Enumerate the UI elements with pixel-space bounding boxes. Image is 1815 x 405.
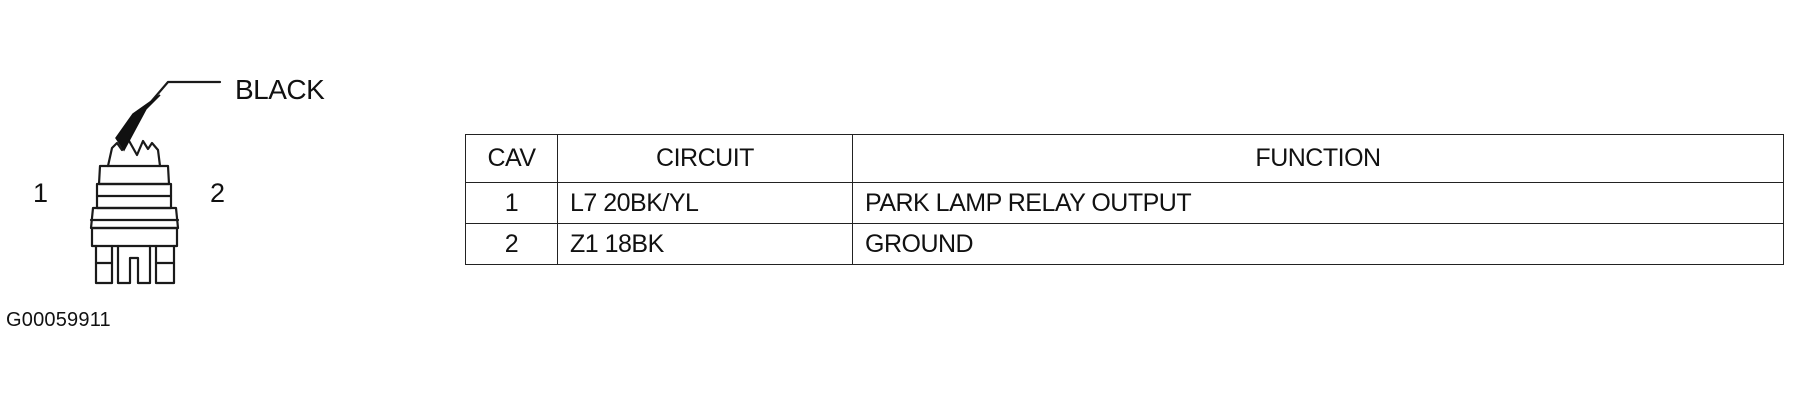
table-row: 1 L7 20BK/YL PARK LAMP RELAY OUTPUT	[465, 182, 1784, 224]
header-circuit: CIRCUIT	[557, 134, 853, 183]
pin-label-1: 1	[33, 178, 49, 208]
pin-label-2: 2	[210, 178, 226, 208]
header-function: FUNCTION	[852, 134, 1784, 183]
connector-body-upper	[97, 164, 171, 186]
terminal-left	[94, 244, 114, 285]
row-cav: 2	[465, 223, 558, 265]
row-circuit: Z1 18BK	[557, 223, 853, 265]
terminal-middle	[116, 244, 152, 285]
terminal-right	[154, 244, 176, 285]
connector-drawing	[89, 80, 222, 285]
connector-shoulder	[90, 226, 179, 248]
row-circuit: L7 20BK/YL	[557, 182, 853, 224]
leader-line	[148, 80, 222, 105]
row-function: PARK LAMP RELAY OUTPUT	[852, 182, 1784, 224]
figure-id: G00059911	[6, 309, 111, 331]
housing-color-label: BLACK	[235, 74, 325, 105]
connector-tip	[106, 137, 162, 168]
table-header-row: CAV CIRCUIT FUNCTION	[465, 134, 1784, 183]
row-cav: 1	[465, 182, 558, 224]
table-row: 2 Z1 18BK GROUND	[465, 223, 1784, 265]
connector-diagram: BLACK 1 2 G00059911	[0, 0, 360, 405]
connector-flange	[89, 206, 180, 230]
header-cav: CAV	[465, 134, 558, 183]
pinout-table: CAV CIRCUIT FUNCTION 1 L7 20BK/YL PARK L…	[465, 134, 1784, 265]
arrowhead-icon	[115, 94, 161, 152]
row-function: GROUND	[852, 223, 1784, 265]
